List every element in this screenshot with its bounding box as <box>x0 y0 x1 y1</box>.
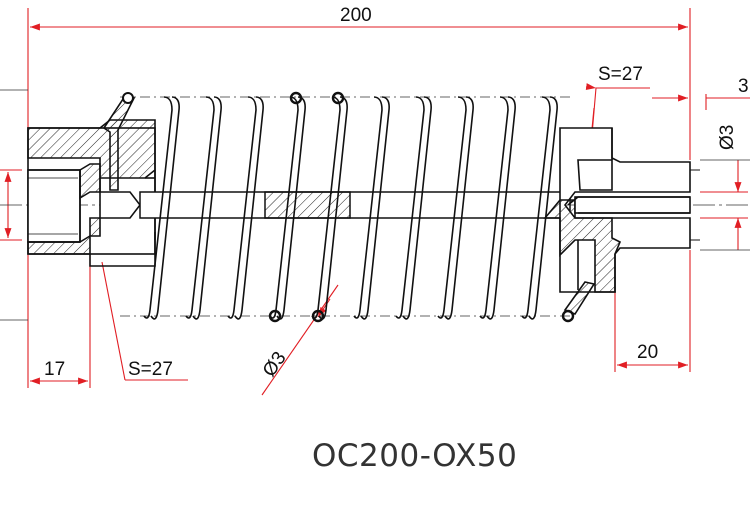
wire-diameter-lower-label: Ø3 <box>259 348 291 381</box>
wrench-size-right-label: S=27 <box>598 64 643 85</box>
wrench-size-left-label: S=27 <box>128 359 173 380</box>
right-edge-value-label: 3 <box>738 76 749 97</box>
left-hex-length-label: 17 <box>44 359 65 380</box>
spring-coils <box>143 91 575 323</box>
overall-length-label: 200 <box>340 5 372 26</box>
left-fitting <box>27 92 156 267</box>
dimension-lines <box>0 8 750 396</box>
right-fitting-length-label: 20 <box>637 342 658 363</box>
part-code-title: OC200-OX50 <box>312 438 517 474</box>
wire-diameter-right-label: Ø3 <box>717 125 738 150</box>
right-fitting <box>543 127 700 315</box>
